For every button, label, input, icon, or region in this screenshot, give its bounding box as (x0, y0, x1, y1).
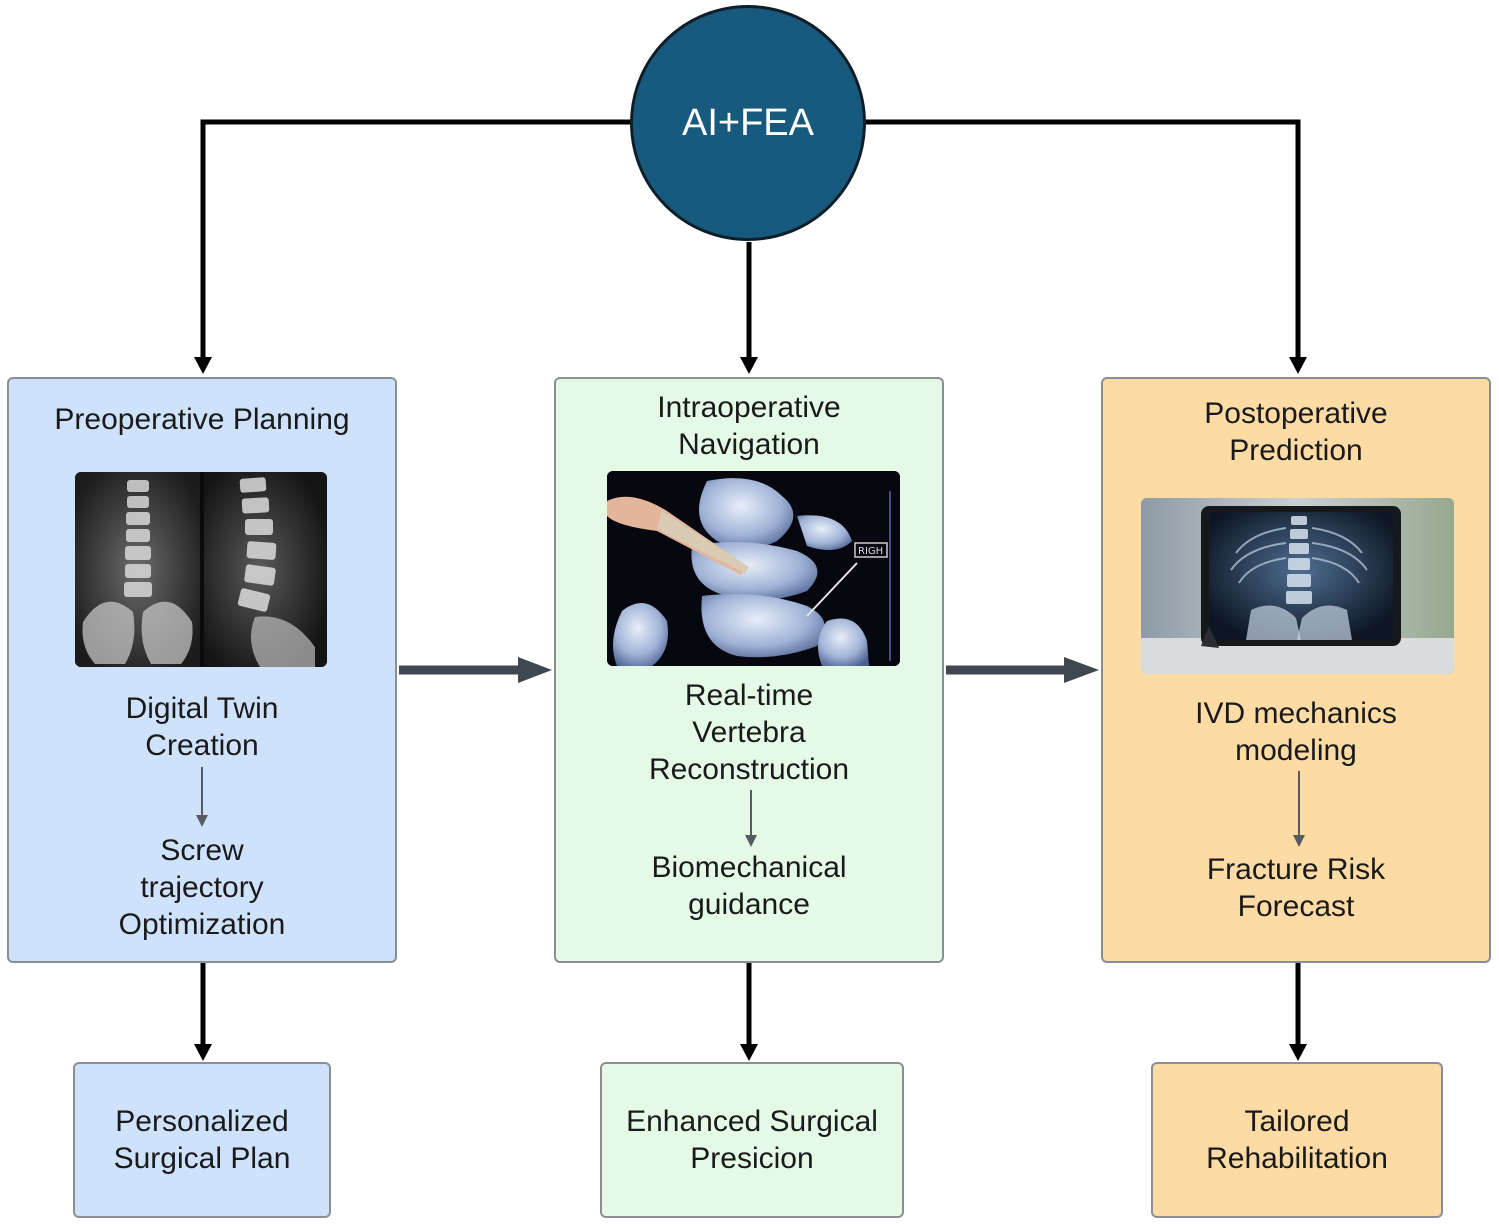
preop-step-arrow (196, 767, 208, 827)
preop-to-intraop-arrowhead (518, 657, 552, 683)
hub-to-postop-arrowhead (1289, 357, 1307, 374)
step-real-time-reconstruction: Real-time Vertebra Reconstruction (648, 679, 850, 786)
hub-to-postop-connector (866, 119, 1301, 362)
vertebra-reconstruction-image: RIGH (607, 471, 900, 666)
intraop-step-arrow (745, 790, 757, 847)
preoperative-planning-panel: Preoperative Planning (7, 377, 397, 963)
intraop-to-outcome-arrowhead (740, 1044, 758, 1061)
outcome-label: Personalized Surgical Plan (113, 1105, 291, 1175)
outcome-tailored-rehabilitation: Tailored Rehabilitation (1151, 1062, 1443, 1218)
hub-to-intraop-arrowhead (740, 357, 758, 374)
spine-xray-image (75, 472, 327, 667)
postop-to-outcome-arrowhead (1289, 1044, 1307, 1061)
panel-title: Postoperative Prediction (1204, 397, 1388, 467)
step-biomechanical-guidance: Biomechanical guidance (651, 851, 847, 921)
step-digital-twin: Digital Twin Creation (125, 692, 279, 762)
outcome-label: Enhanced Surgical Presicion (626, 1105, 878, 1175)
svg-text:RIGH: RIGH (858, 546, 883, 557)
hub-to-preop-arrowhead (194, 357, 212, 374)
intraop-to-postop-arrowhead (1064, 657, 1099, 683)
postoperative-prediction-panel: Postoperative Prediction (1101, 377, 1491, 963)
intraoperative-navigation-panel: Intraoperative Navigation (554, 377, 944, 963)
step-ivd-mechanics: IVD mechanics modeling (1195, 697, 1397, 767)
panel-title: Preoperative Planning (54, 403, 350, 436)
outcome-surgical-precision: Enhanced Surgical Presicion (600, 1062, 904, 1218)
postop-step-arrow (1293, 771, 1305, 847)
tablet-xray-image (1141, 498, 1454, 674)
ai-fea-hub: AI+FEA (630, 5, 866, 241)
outcome-label: Tailored Rehabilitation (1206, 1105, 1388, 1175)
outcome-personalized-plan: Personalized Surgical Plan (73, 1062, 331, 1218)
step-screw-trajectory: Screw trajectory Optimization (118, 834, 286, 941)
step-fracture-risk: Fracture Risk Forecast (1206, 853, 1386, 923)
hub-to-preop-connector (200, 119, 632, 362)
panel-title: Intraoperative Navigation (657, 391, 841, 461)
preop-to-outcome-arrowhead (194, 1044, 212, 1061)
hub-label: AI+FEA (682, 101, 814, 144)
